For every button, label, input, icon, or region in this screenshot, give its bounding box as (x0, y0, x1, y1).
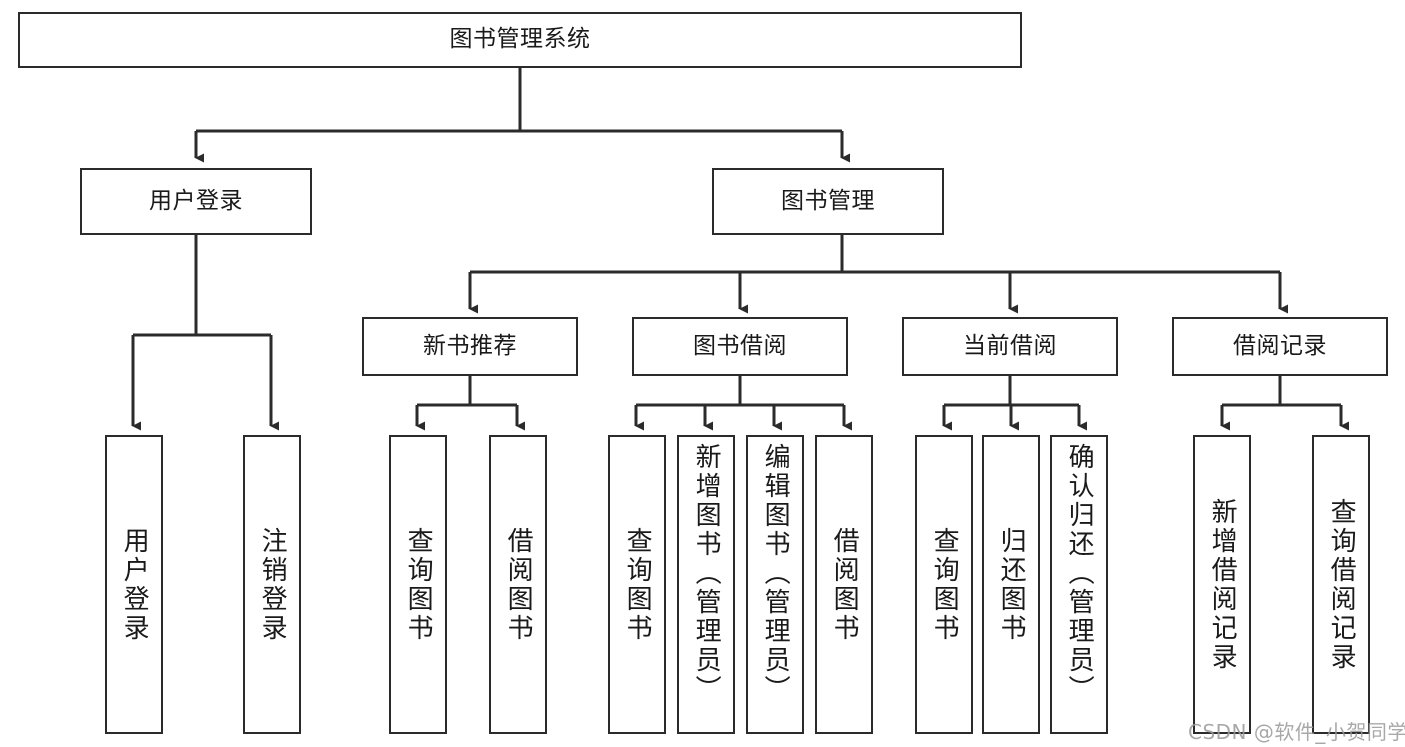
node-label: 借阅记录 (1233, 332, 1327, 359)
node-label: 归还图书 (996, 526, 1027, 643)
leaf-user-login-login[interactable]: 用户登录 (105, 435, 163, 734)
node-label: 用户登录 (119, 526, 150, 643)
node-current-borrow[interactable]: 当前借阅 (902, 317, 1118, 376)
node-label: 编辑图书（管理员） (760, 443, 791, 704)
leaf-current-borrow-return[interactable]: 归还图书 (982, 435, 1040, 734)
leaf-new-book-borrow[interactable]: 借阅图书 (489, 435, 547, 734)
leaf-current-borrow-query[interactable]: 查询图书 (915, 435, 973, 734)
node-label: 图书管理 (781, 187, 875, 214)
node-label: 图书管理系统 (449, 26, 591, 53)
leaf-book-borrow-query[interactable]: 查询图书 (608, 435, 666, 734)
node-label: 新增借阅记录 (1207, 497, 1238, 672)
node-label: 图书借阅 (693, 332, 787, 359)
node-book-management[interactable]: 图书管理 (712, 168, 944, 235)
node-user-login[interactable]: 用户登录 (80, 168, 312, 235)
leaf-book-borrow-edit-admin[interactable]: 编辑图书（管理员） (746, 435, 804, 734)
node-label: 注销登录 (257, 526, 288, 643)
node-label: 用户登录 (149, 187, 243, 214)
node-book-borrow[interactable]: 图书借阅 (632, 317, 848, 376)
node-label: 查询图书 (403, 526, 434, 643)
node-label: 新书推荐 (423, 332, 517, 359)
leaf-records-add[interactable]: 新增借阅记录 (1193, 435, 1251, 734)
node-root-system[interactable]: 图书管理系统 (18, 12, 1022, 68)
node-label: 查询借阅记录 (1326, 497, 1357, 672)
leaf-current-borrow-confirm-admin[interactable]: 确认归还（管理员） (1050, 435, 1108, 734)
node-label: 借阅图书 (503, 526, 534, 643)
leaf-records-query[interactable]: 查询借阅记录 (1312, 435, 1370, 734)
leaf-book-borrow-borrow[interactable]: 借阅图书 (815, 435, 873, 734)
node-label: 当前借阅 (963, 332, 1057, 359)
leaf-book-borrow-add-admin[interactable]: 新增图书（管理员） (677, 435, 735, 734)
node-label: 查询图书 (622, 526, 653, 643)
node-label: 借阅图书 (829, 526, 860, 643)
node-label: 确认归还（管理员） (1064, 443, 1095, 704)
node-label: 查询图书 (929, 526, 960, 643)
leaf-new-book-query[interactable]: 查询图书 (389, 435, 447, 734)
node-new-book-recommend[interactable]: 新书推荐 (362, 317, 578, 376)
leaf-user-login-logout[interactable]: 注销登录 (243, 435, 301, 734)
node-borrow-records[interactable]: 借阅记录 (1172, 317, 1388, 376)
node-label: 新增图书（管理员） (691, 443, 722, 704)
csdn-watermark: CSDN @软件_小贺同学 (1188, 720, 1405, 744)
